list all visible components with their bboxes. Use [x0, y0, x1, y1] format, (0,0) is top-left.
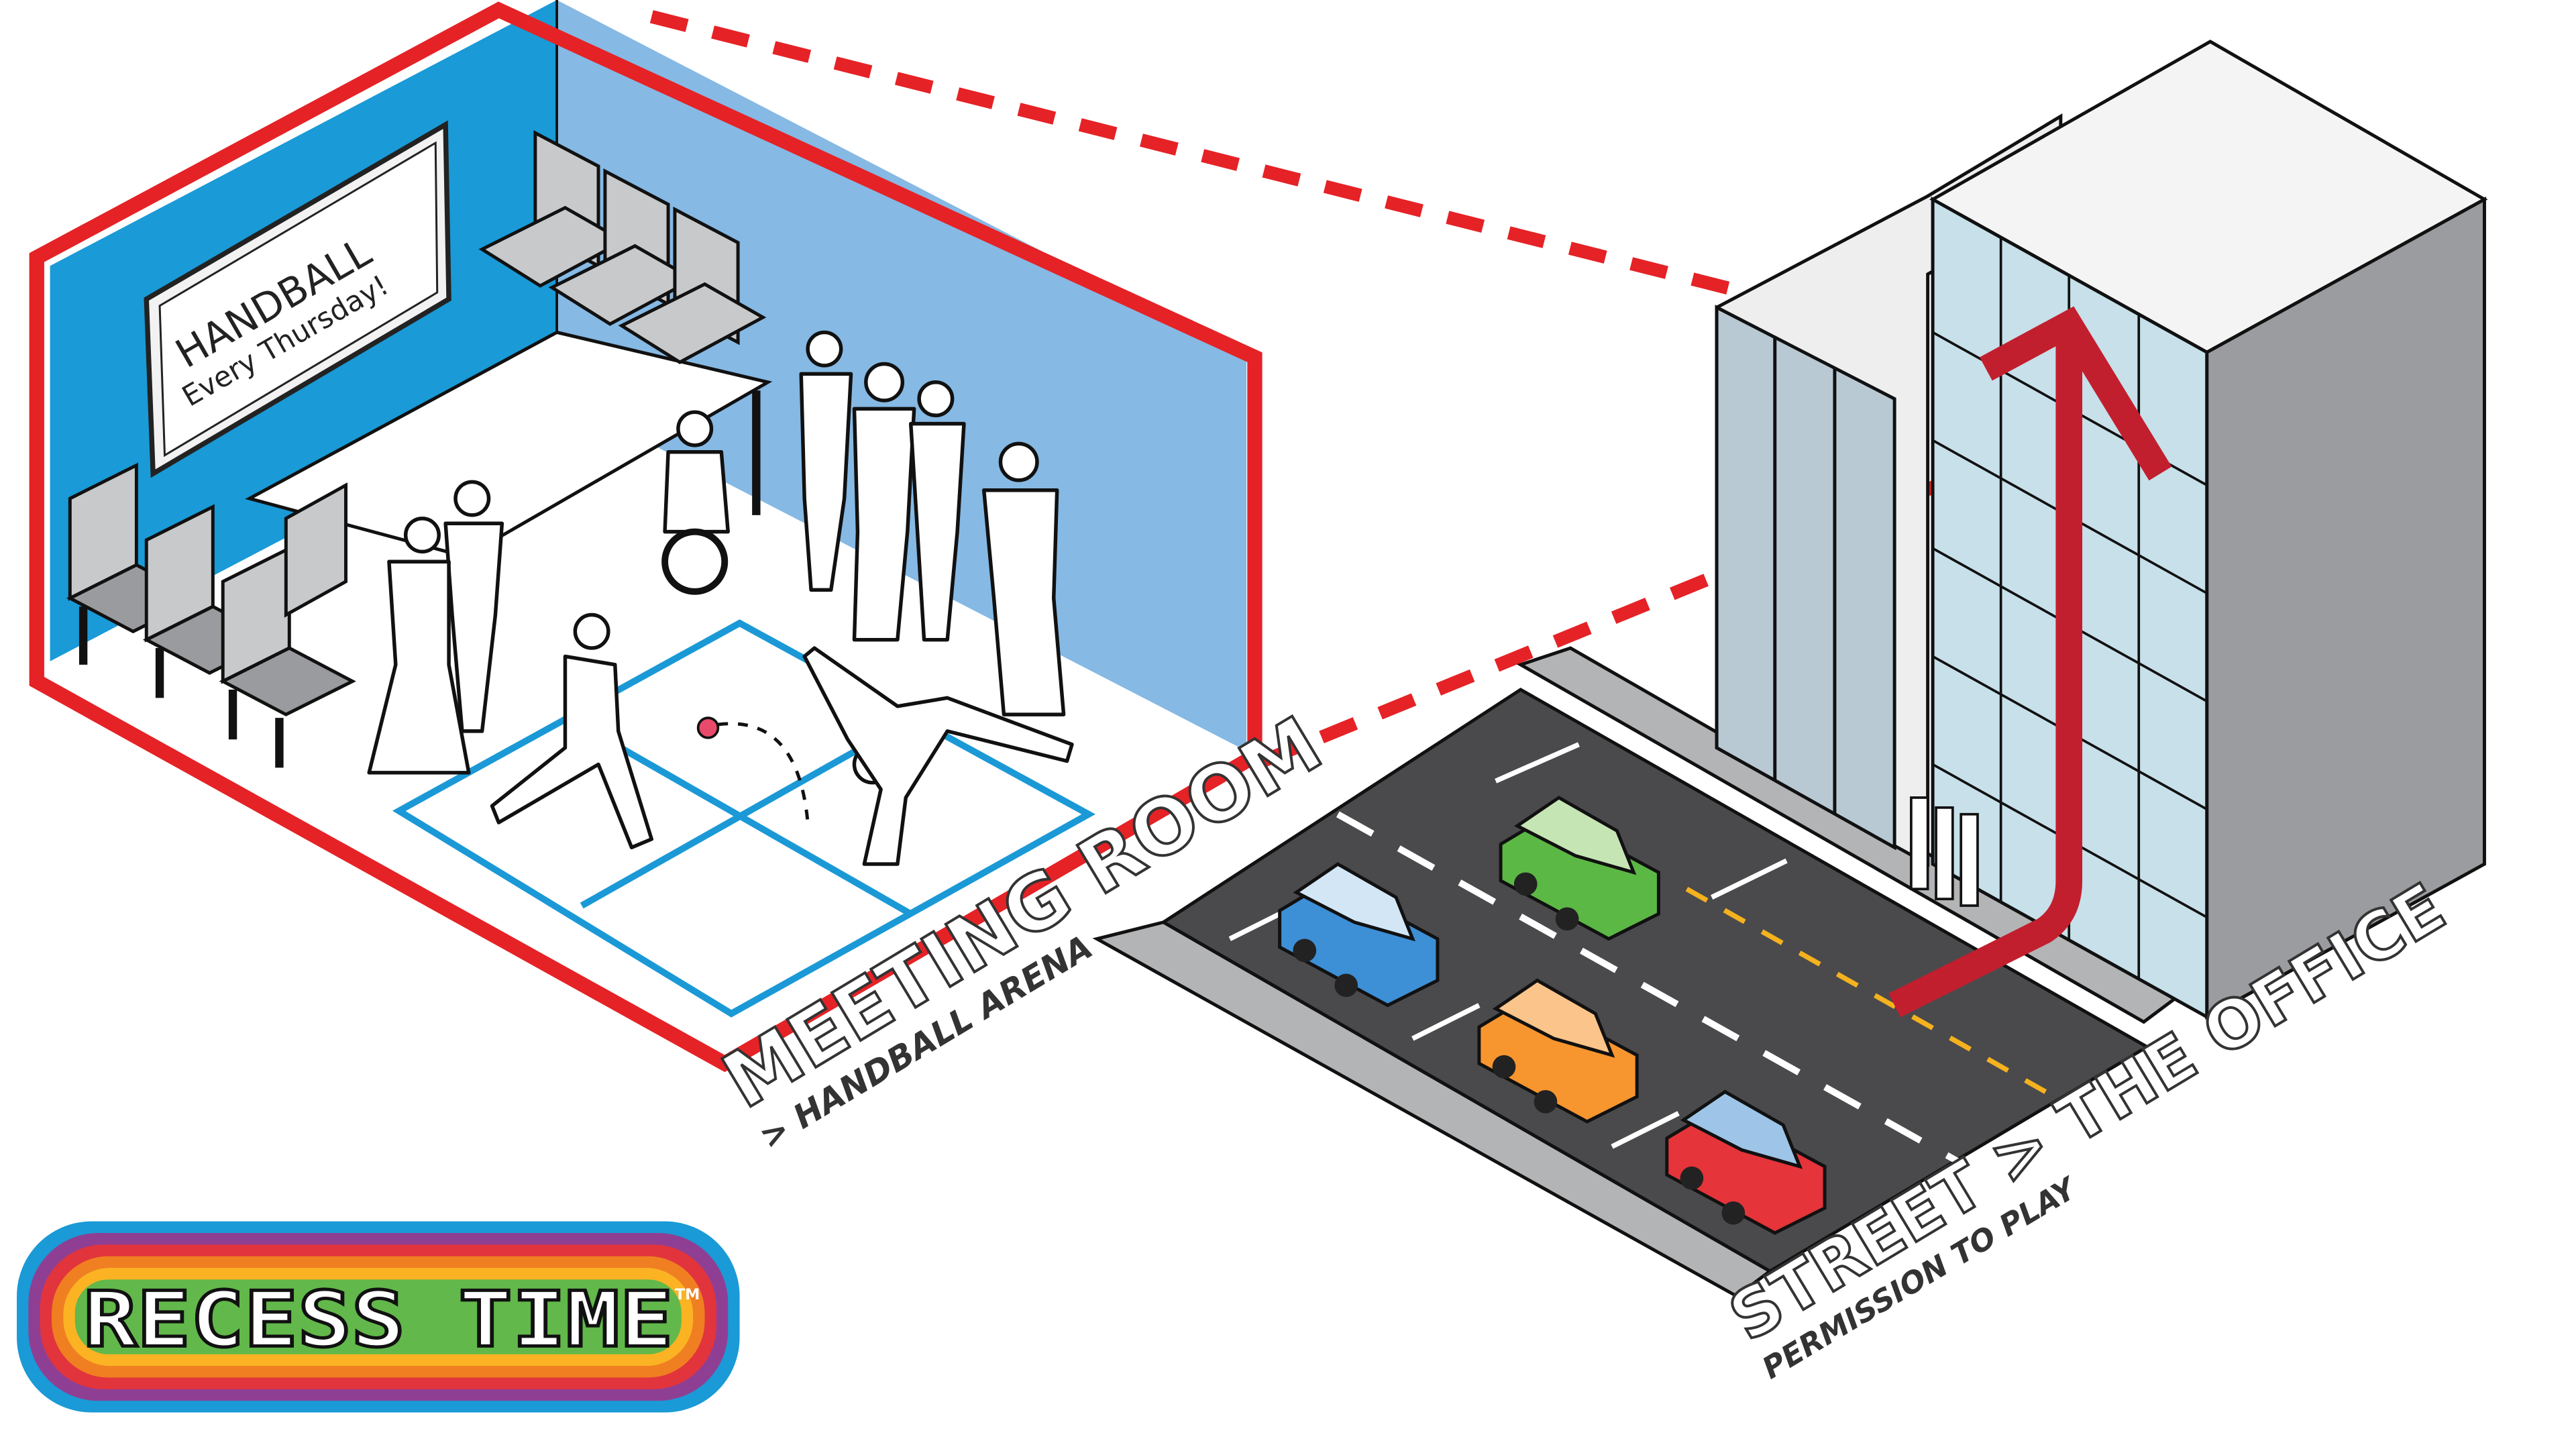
table [245, 330, 773, 559]
blue-car [1278, 862, 1440, 1008]
handball [696, 716, 720, 739]
back-chairs [478, 130, 767, 364]
person-standing-2 [852, 362, 916, 642]
recess-time-logo: RECESS TIME TM [17, 1221, 740, 1413]
street [1092, 646, 2180, 1299]
logo-trademark: TM [675, 1286, 700, 1303]
logo-text: RECESS TIME [83, 1275, 673, 1364]
person-standing-3 [908, 380, 966, 642]
sidewalk-near [1092, 920, 1773, 1299]
person-standing-4 [981, 441, 1066, 716]
people [367, 330, 1074, 866]
tower-side-face [2205, 197, 2486, 1020]
up-arrow-icon [1888, 306, 2172, 1018]
person-standing-5 [443, 480, 504, 733]
person-running [490, 612, 654, 850]
front-chairs [66, 462, 356, 768]
meeting-room: HANDBALL Every Thursday! [29, 0, 1263, 1073]
person-wheelchair [661, 410, 730, 595]
person-standing-6 [367, 517, 471, 775]
small-people [1910, 796, 1979, 907]
person-standing-1 [799, 330, 853, 592]
orange-car [1477, 978, 1639, 1124]
room-frame [29, 1, 1263, 1073]
green-car [1499, 796, 1660, 941]
red-car [1665, 1089, 1827, 1235]
person-jumping [802, 646, 1074, 866]
